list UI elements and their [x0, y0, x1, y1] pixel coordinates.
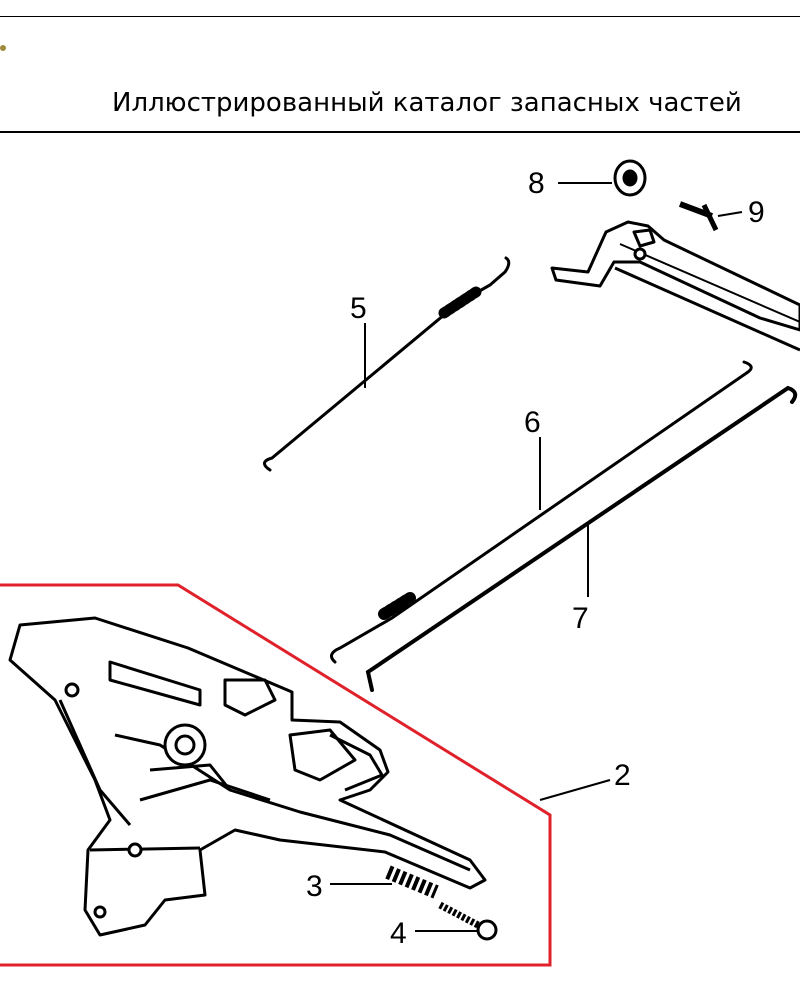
parts-diagram: 8 9 5 6 7 2 3 4 [0, 159, 800, 967]
assembly-highlight-frame [0, 583, 552, 967]
part-4-screw [438, 901, 498, 941]
part-3-spring [385, 865, 439, 899]
part-8-nut [613, 159, 647, 197]
callout-2: 2 [614, 759, 631, 792]
callout-3: 3 [306, 870, 323, 903]
callout-6: 6 [524, 406, 541, 439]
header-bottom-rule [0, 131, 800, 133]
callout-4: 4 [390, 917, 407, 950]
part-2-control-plate [8, 616, 487, 937]
upper-bracket [550, 220, 800, 352]
callout-9: 9 [748, 196, 765, 229]
header-bullet-icon [0, 45, 6, 51]
part-6-rod [330, 360, 753, 664]
part-7-rod [365, 385, 798, 692]
callout-5: 5 [350, 292, 367, 325]
part-9-bolt [678, 201, 719, 232]
callout-7: 7 [572, 602, 589, 635]
header-top-rule [0, 16, 800, 17]
leader-lines [330, 182, 743, 932]
part-5-spring-rod [263, 256, 511, 472]
catalog-header: Иллюстрированный каталог запасных частей [0, 0, 800, 135]
catalog-title: Иллюстрированный каталог запасных частей [112, 88, 742, 118]
callout-8: 8 [528, 167, 545, 200]
